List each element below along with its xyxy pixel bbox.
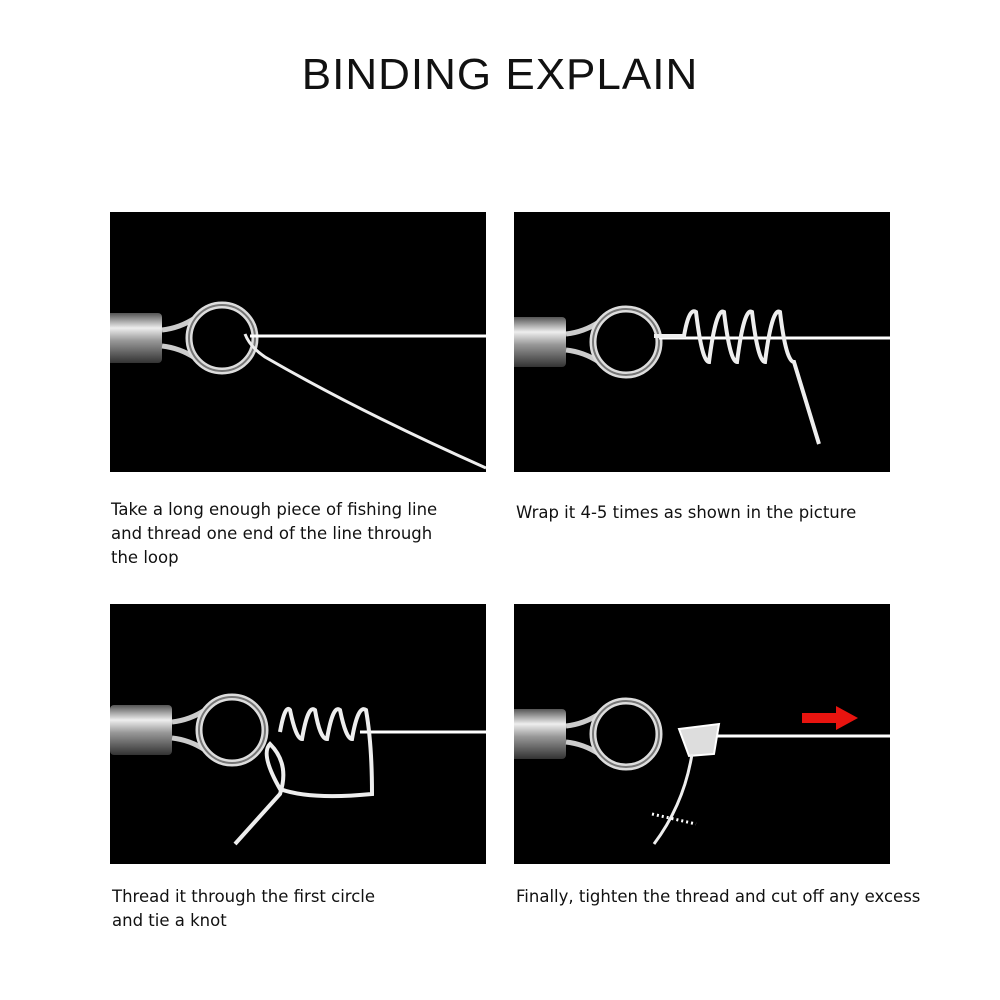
caption-line: Wrap it 4-5 times as shown in the pictur… [516,503,857,522]
step-3-caption: Thread it through the first circle and t… [112,885,375,933]
caption-line: and thread one end of the line through [111,524,433,543]
step-4-caption: Finally, tighten the thread and cut off … [516,885,920,909]
caption-line: and tie a knot [112,911,227,930]
arrow-right-icon [802,706,858,730]
caption-line: Thread it through the first circle [112,887,376,906]
page-title: BINDING EXPLAIN [301,50,699,99]
step-1-image [110,212,486,472]
step-2-image [514,212,890,472]
caption-line: Take a long enough piece of fishing line [111,500,438,519]
step-2-caption: Wrap it 4-5 times as shown in the pictur… [516,501,856,525]
step-3-image [110,604,486,864]
caption-line: Finally, tighten the thread and cut off … [516,887,921,906]
caption-line: the loop [111,548,179,567]
step-1-caption: Take a long enough piece of fishing line… [111,498,437,570]
step-4-image [514,604,890,864]
